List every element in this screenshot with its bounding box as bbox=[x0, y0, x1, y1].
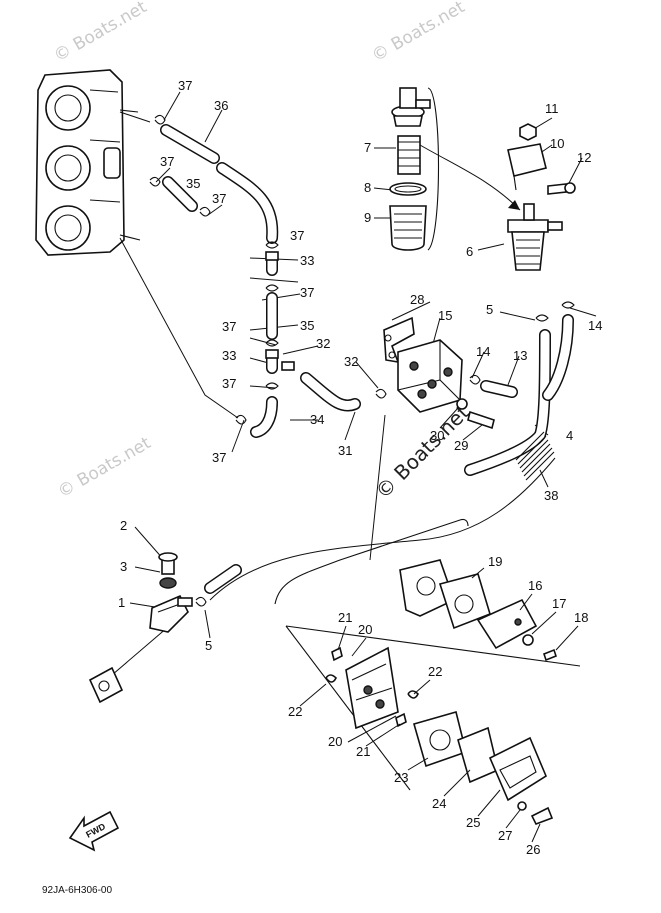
fuel-filter-exploded bbox=[389, 87, 440, 251]
callout: 28 bbox=[410, 292, 424, 307]
callout: 32 bbox=[316, 336, 330, 351]
watermark: © Boats.net bbox=[51, 0, 151, 66]
callout: 37 bbox=[212, 450, 226, 465]
callout: 3 bbox=[120, 559, 127, 574]
callout: 38 bbox=[544, 488, 558, 503]
callout: 17 bbox=[552, 596, 566, 611]
callout: 33 bbox=[300, 253, 314, 268]
callout: 5 bbox=[486, 302, 493, 317]
callout: 18 bbox=[574, 610, 588, 625]
callout: 15 bbox=[438, 308, 452, 323]
fuel-pump-assembly bbox=[383, 316, 495, 430]
fuel-filter-assembly bbox=[507, 123, 576, 271]
callout: 10 bbox=[550, 136, 564, 151]
pump-exploded-view bbox=[274, 518, 581, 826]
spring-38 bbox=[515, 431, 555, 481]
callout: 22 bbox=[288, 704, 302, 719]
engine-block-illustration bbox=[35, 69, 141, 256]
fwd-direction-arrow: FWD bbox=[68, 810, 120, 852]
callout: 37 bbox=[300, 285, 314, 300]
callout: 21 bbox=[356, 744, 370, 759]
callout: 19 bbox=[488, 554, 502, 569]
callout: 11 bbox=[545, 101, 559, 116]
callout: 21 bbox=[338, 610, 352, 625]
diagram-code: 92JA-6H306-00 bbox=[42, 885, 112, 896]
callout: 37 bbox=[212, 191, 226, 206]
callout: 23 bbox=[394, 770, 408, 785]
callout: 33 bbox=[222, 348, 236, 363]
callout: 6 bbox=[466, 244, 473, 259]
callout: 5 bbox=[205, 638, 212, 653]
callout: 34 bbox=[310, 412, 324, 427]
callout: 22 bbox=[428, 664, 442, 679]
callout: 37 bbox=[222, 376, 236, 391]
callout: 20 bbox=[328, 734, 342, 749]
callout: 24 bbox=[432, 796, 446, 811]
callout: 25 bbox=[466, 815, 480, 830]
callout: 1 bbox=[118, 595, 125, 610]
callout: 31 bbox=[338, 443, 352, 458]
callout: 9 bbox=[364, 210, 371, 225]
callout: 35 bbox=[186, 176, 200, 191]
callout: 8 bbox=[364, 180, 371, 195]
arrow-head bbox=[508, 200, 520, 210]
watermark: © Boats.net bbox=[369, 0, 469, 66]
callout: 32 bbox=[344, 354, 358, 369]
lower-leader-lines bbox=[299, 567, 579, 843]
callout: 37 bbox=[290, 228, 304, 243]
callout: 12 bbox=[577, 150, 591, 165]
callout: 4 bbox=[566, 428, 573, 443]
leader-lines bbox=[111, 91, 597, 676]
callout: 37 bbox=[160, 154, 174, 169]
callout: 27 bbox=[498, 828, 512, 843]
callout: 30 bbox=[430, 428, 444, 443]
callout: 20 bbox=[358, 622, 372, 637]
hose-clips bbox=[149, 114, 575, 607]
callout: 26 bbox=[526, 842, 540, 857]
callout: 36 bbox=[214, 98, 228, 113]
callout: 14 bbox=[588, 318, 602, 333]
callout: 2 bbox=[120, 518, 127, 533]
callout: 13 bbox=[513, 348, 527, 363]
callout: 29 bbox=[454, 438, 468, 453]
callout: 7 bbox=[364, 140, 371, 155]
fuel-cock-assembly bbox=[88, 552, 193, 704]
callout: 37 bbox=[222, 319, 236, 334]
callout: 14 bbox=[476, 344, 490, 359]
callout: 16 bbox=[528, 578, 542, 593]
callout: 35 bbox=[300, 318, 314, 333]
watermark: © Boats.net bbox=[55, 433, 155, 502]
callout: 37 bbox=[178, 78, 192, 93]
callout-labels: 37 36 37 35 37 37 33 37 37 35 33 32 37 3… bbox=[118, 78, 602, 857]
fuel-hoses bbox=[160, 124, 574, 594]
